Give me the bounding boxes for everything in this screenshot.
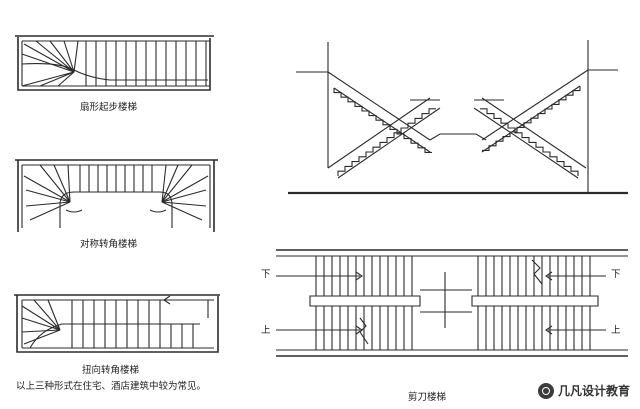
scissor-stair-section [288,40,628,195]
wall-outline [17,37,211,91]
symmetric-stair-caption: 对称转角楼梯 [80,239,138,250]
fan-tread [161,189,207,203]
landing-curve [29,323,200,349]
newel-right [149,209,167,213]
twisted-stair-caption: 扭向转角楼梯 [82,365,140,376]
symmetric-stair-plan [15,159,218,232]
fan-tread [23,43,75,73]
wall-outline [16,295,219,353]
steps-d [480,108,579,176]
steps-a [333,88,432,153]
fan-tread [29,201,71,221]
fan-tread [33,299,61,331]
center-stringer [59,191,173,228]
down-label-right: 下 [611,269,621,280]
fan-tread [25,201,71,207]
fan-tread [25,189,71,203]
landing-left [309,295,421,307]
break-line-left [359,317,369,345]
arrow-line [166,299,209,318]
fan-tread [161,201,203,221]
fan-tread [161,175,209,203]
fan-tread [21,53,75,73]
fan-tread [161,164,193,203]
arrowhead [355,271,363,281]
fan-tread [23,175,71,203]
fan-tread [21,317,61,331]
fan-tread [53,164,71,203]
fan-tread [39,164,71,203]
fan-stair-plan [15,35,214,91]
break-line-right [531,259,543,285]
flight-b-top [327,97,431,169]
arrowhead [545,271,553,281]
landing-curve [21,63,208,81]
newel-left [65,209,83,213]
flight-b-bottom [337,107,441,179]
fan-tread [49,40,75,73]
landing-right [471,295,599,307]
arrowhead [545,325,553,335]
fan-tread [63,40,75,73]
fan-tread [73,40,79,73]
fan-tread [23,329,61,345]
flight-c-top [481,69,589,141]
scissor-stair-plan [276,249,628,357]
fan-tread [47,299,61,331]
fan-tread [161,164,167,203]
flight-d-bottom [473,107,579,179]
fan-tread [161,201,207,207]
fan-tread [67,164,71,203]
twisted-stair-plan [14,294,220,353]
steps-b [337,108,436,176]
central-bridge [429,133,487,141]
arrowhead [163,295,171,305]
fan-tread [57,71,75,87]
fan-tread [21,329,61,333]
up-label-left: 上 [261,325,271,336]
flight-a-top [327,71,431,141]
fan-tread [161,164,179,203]
fan-tread [35,40,75,73]
watermark: 几凡设计教育 [537,382,630,399]
up-label-right: 上 [611,325,621,336]
wechat-brand-icon [537,382,554,399]
steps-c [482,86,581,151]
fan-tread [39,71,75,87]
fan-stair-caption: 扇形起步楼梯 [80,102,138,113]
watermark-text: 几凡设计教育 [557,384,630,398]
note-text: 以上三种形式在住宅、酒店建筑中较为常见。 [16,381,207,392]
flight-d-top [481,97,587,169]
scissor-stair-caption: 剪刀楼梯 [408,392,447,403]
down-label-left: 下 [261,269,271,280]
fan-tread [21,305,61,331]
fan-tread [21,71,75,87]
